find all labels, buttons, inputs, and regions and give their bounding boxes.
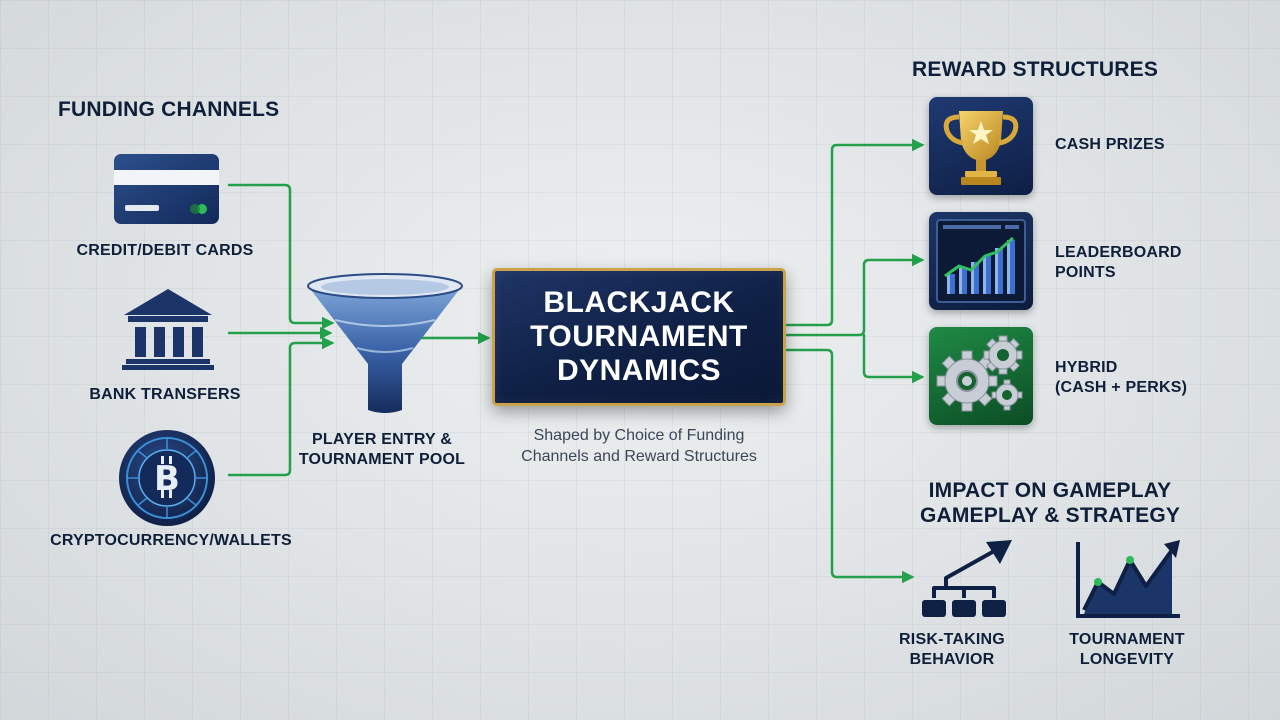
core-subtitle-line-2: Channels and Reward Structures xyxy=(521,448,757,465)
connector-core-to-leaderboard xyxy=(785,253,925,337)
core-subtitle: Shaped by Choice of Funding Channels and… xyxy=(480,425,798,467)
impact-longevity-label: TOURNAMENT LONGEVITY xyxy=(1064,630,1190,670)
gears-icon xyxy=(936,335,1023,412)
reward-structures-heading: REWARD STRUCTURES xyxy=(912,58,1159,81)
impact-heading: IMPACT ON GAMEPLAY GAMEPLAY & STRATEGY xyxy=(900,478,1200,528)
core-title-line-1: BLACKJACK xyxy=(543,286,735,319)
leaderboard-chart-icon xyxy=(936,219,1026,303)
connector-core-to-impact xyxy=(785,348,915,584)
reward-hybrid-label: HYBRID (CASH + PERKS) xyxy=(1055,358,1187,398)
impact-risk-line-2: BEHAVIOR xyxy=(909,651,995,668)
impact-heading-line-2: GAMEPLAY & STRATEGY xyxy=(919,504,1181,527)
impact-risk-line-1: RISK-TAKING xyxy=(899,631,1005,648)
funnel-icon xyxy=(307,273,463,413)
svg-text:B: B xyxy=(154,459,180,499)
connector-crypto-to-pool xyxy=(227,336,335,477)
reward-cash-label: CASH PRIZES xyxy=(1055,136,1165,153)
funding-bank-label: BANK TRANSFERS xyxy=(89,386,241,403)
reward-leaderboard-line-1: LEADERBOARD xyxy=(1055,244,1182,261)
reward-hybrid-line-2: (CASH + PERKS) xyxy=(1055,379,1188,396)
growth-line-chart-icon xyxy=(1076,540,1180,618)
credit-card-icon xyxy=(114,154,219,224)
pool-label-line-1: PLAYER ENTRY & xyxy=(311,431,453,448)
core-title-box: BLACKJACK TOURNAMENT DYNAMICS xyxy=(492,268,786,406)
impact-longevity-line-1: TOURNAMENT xyxy=(1069,631,1185,648)
cash-prizes-tile xyxy=(929,97,1033,195)
hybrid-tile xyxy=(929,327,1033,425)
connector-core-to-hybrid xyxy=(862,333,925,384)
connector-cards-to-pool xyxy=(227,183,335,330)
core-subtitle-line-1: Shaped by Choice of Funding xyxy=(533,427,745,444)
pool-label-line-2: TOURNAMENT POOL xyxy=(298,451,466,468)
leaderboard-points-tile xyxy=(929,212,1033,310)
reward-leaderboard-line-2: POINTS xyxy=(1055,264,1116,281)
funding-cards-label: CREDIT/DEBIT CARDS xyxy=(76,242,254,259)
connector-core-to-cash xyxy=(785,138,925,327)
decision-tree-arrow-icon xyxy=(922,540,1012,617)
reward-hybrid-line-1: HYBRID xyxy=(1055,359,1118,376)
funding-crypto-label: CRYPTOCURRENCY/WALLETS xyxy=(50,532,292,549)
impact-heading-line-1: IMPACT ON GAMEPLAY xyxy=(928,479,1172,502)
impact-risk-label: RISK-TAKING BEHAVIOR xyxy=(892,630,1012,670)
reward-leaderboard-label: LEADERBOARD POINTS xyxy=(1055,243,1182,283)
bitcoin-icon: B xyxy=(119,430,215,526)
core-title-line-2: TOURNAMENT xyxy=(530,320,748,353)
pool-label: PLAYER ENTRY & TOURNAMENT POOL xyxy=(292,430,472,470)
core-title-line-3: DYNAMICS xyxy=(556,354,721,387)
trophy-icon xyxy=(943,111,1019,185)
impact-longevity-line-2: LONGEVITY xyxy=(1079,651,1175,668)
bank-icon xyxy=(122,289,214,370)
funding-channels-heading: FUNDING CHANNELS xyxy=(58,98,280,121)
